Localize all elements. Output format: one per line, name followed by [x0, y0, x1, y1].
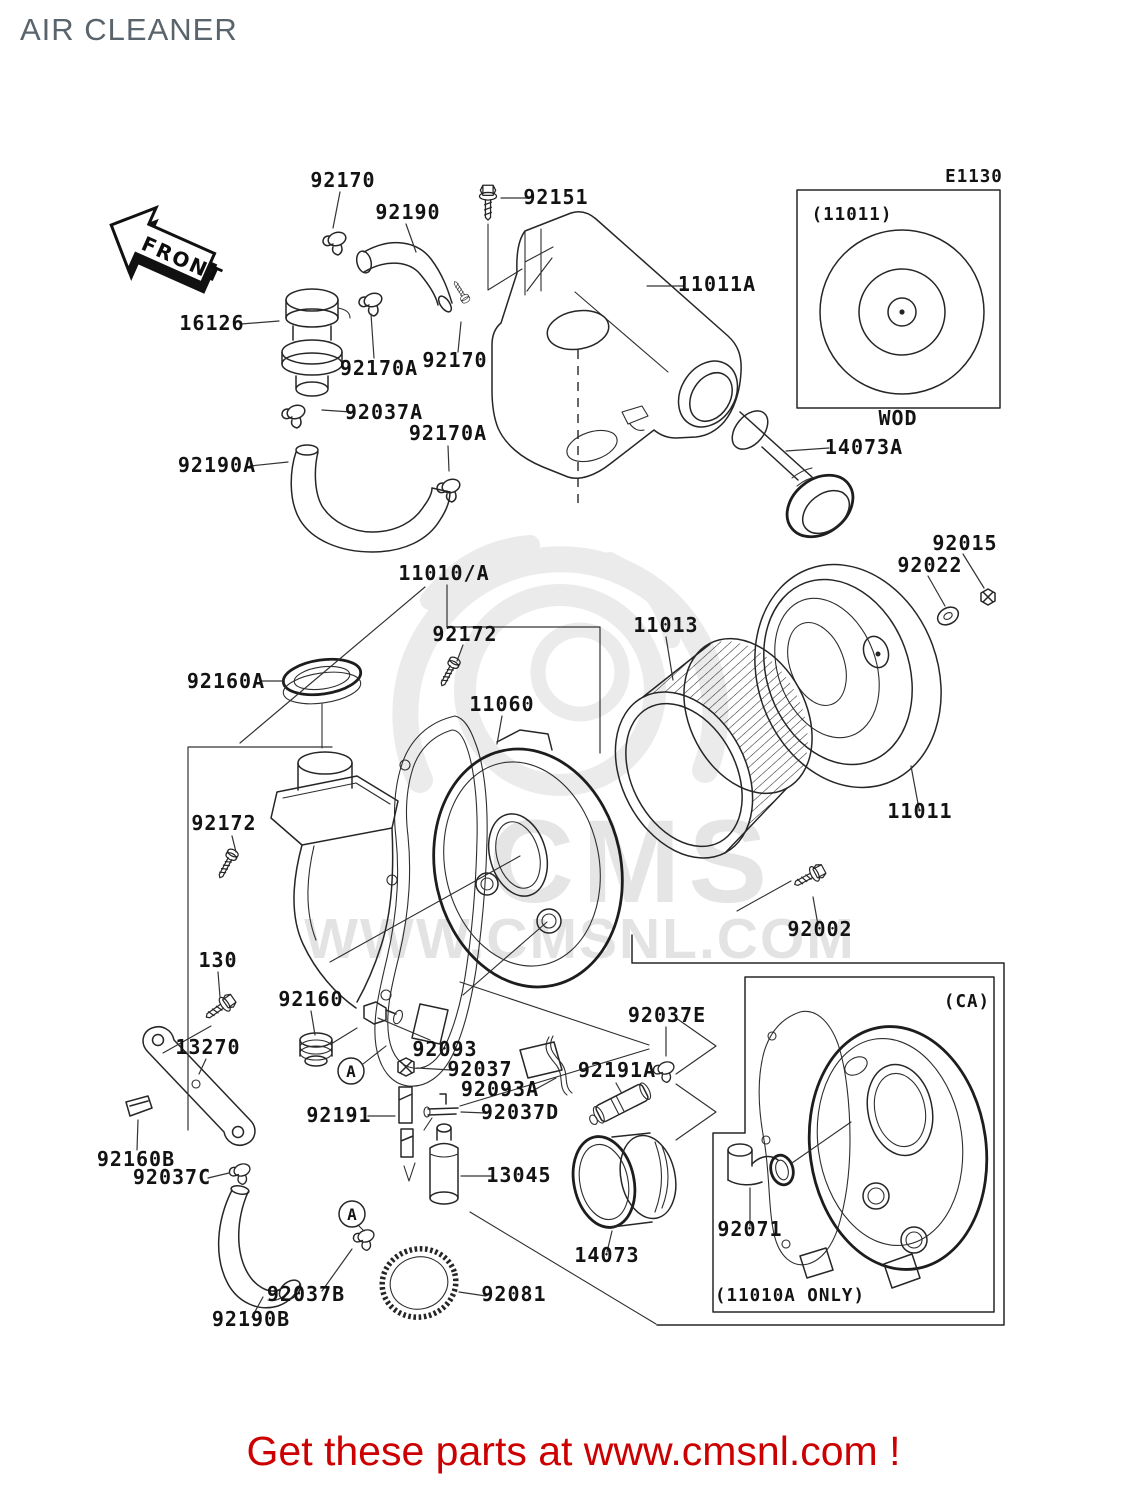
detail-marker-a2: A [347, 1205, 357, 1224]
inlet-tower-group [270, 657, 399, 1009]
part-label-92172-2: 92172 [191, 811, 256, 835]
part-label-11060: 11060 [469, 692, 534, 716]
ca-box-note: (11010A ONLY) [715, 1286, 865, 1306]
part-label-92160B: 92160B [97, 1147, 175, 1171]
part-label-92037C: 92037C [133, 1165, 211, 1189]
part-label-13270: 13270 [175, 1035, 240, 1059]
gasket-outline-11010A [374, 715, 488, 1087]
part-label-92170-2: 92170 [422, 348, 487, 372]
part-label-92037D: 92037D [481, 1100, 559, 1124]
page-title: AIR CLEANER [20, 12, 238, 47]
fasteners [201, 654, 829, 1025]
drain-parts-group [379, 1035, 677, 1320]
part-label-92172-1: 92172 [432, 622, 497, 646]
air-duct-14073A [731, 410, 855, 539]
part-label-92151: 92151 [523, 185, 588, 209]
part-label-92093A: 92093A [461, 1077, 539, 1101]
part-label-92022: 92022 [897, 553, 962, 577]
part-label-92160A: 92160A [187, 669, 265, 693]
inset-caption-wod: WOD [878, 406, 917, 430]
part-label-11011A: 11011A [678, 272, 756, 296]
housing-plate-11060 [329, 729, 624, 1079]
part-label-14073A: 14073A [825, 435, 903, 459]
watermark-url: WWW.CMSNL.COM [304, 907, 856, 971]
part-label-92160: 92160 [278, 987, 343, 1011]
leader-lines [136, 191, 985, 1318]
detail-markers: A A [337, 1045, 387, 1232]
bracket-group [125, 1025, 377, 1309]
part-label-92093: 92093 [412, 1037, 477, 1061]
ca-box [631, 934, 1005, 1326]
part-label-92170-1: 92170 [310, 168, 375, 192]
part-label-92081: 92081 [481, 1282, 546, 1306]
part-label-92037B: 92037B [267, 1282, 345, 1306]
part-label-11013: 11013 [633, 613, 698, 637]
air-box-11011A [491, 210, 742, 505]
part-label-13045: 13045 [486, 1163, 551, 1187]
part-label-92190: 92190 [375, 200, 440, 224]
callout-lines [187, 626, 717, 1325]
ref-code-e1130: E1130 [945, 167, 1003, 187]
front-direction-arrow: FRONT [109, 205, 227, 294]
part-labels: 92170 92190 92151 11011A E1130 (11011) W… [97, 167, 1003, 1331]
footer-promo-text: Get these parts at www.cmsnl.com ! [246, 1428, 901, 1474]
part-label-92037E: 92037E [628, 1003, 706, 1027]
part-label-11011: 11011 [887, 799, 952, 823]
part-label-92190A: 92190A [178, 453, 256, 477]
inset-box-e1130 [796, 189, 1001, 409]
part-label-11010A: 11010/A [398, 561, 489, 585]
filter-element-11013 [614, 637, 813, 859]
part-label-92190B: 92190B [212, 1307, 290, 1331]
part-label-92170A-2: 92170A [409, 421, 487, 445]
part-label-14073: 14073 [574, 1243, 639, 1267]
part-label-92015: 92015 [932, 531, 997, 555]
part-label-92191: 92191 [306, 1103, 371, 1127]
nut-and-washer [936, 588, 996, 626]
detail-marker-a1: A [346, 1062, 356, 1081]
part-label-92191A: 92191A [578, 1058, 656, 1082]
part-label-92037A: 92037A [345, 400, 423, 424]
front-arrow-icon [109, 205, 217, 285]
inset-part-label-11011: (11011) [812, 205, 893, 225]
part-label-16126: 16126 [179, 311, 244, 335]
part-label-92071: 92071 [717, 1217, 782, 1241]
part-label-130: 130 [198, 948, 237, 972]
part-label-92170A-1: 92170A [340, 356, 418, 380]
breather-hose-group [281, 184, 523, 553]
part-label-92002: 92002 [787, 917, 852, 941]
part-label-92037: 92037 [447, 1057, 512, 1081]
watermark-brand: CMS [489, 796, 775, 928]
ca-box-label: (CA) [944, 992, 990, 1012]
